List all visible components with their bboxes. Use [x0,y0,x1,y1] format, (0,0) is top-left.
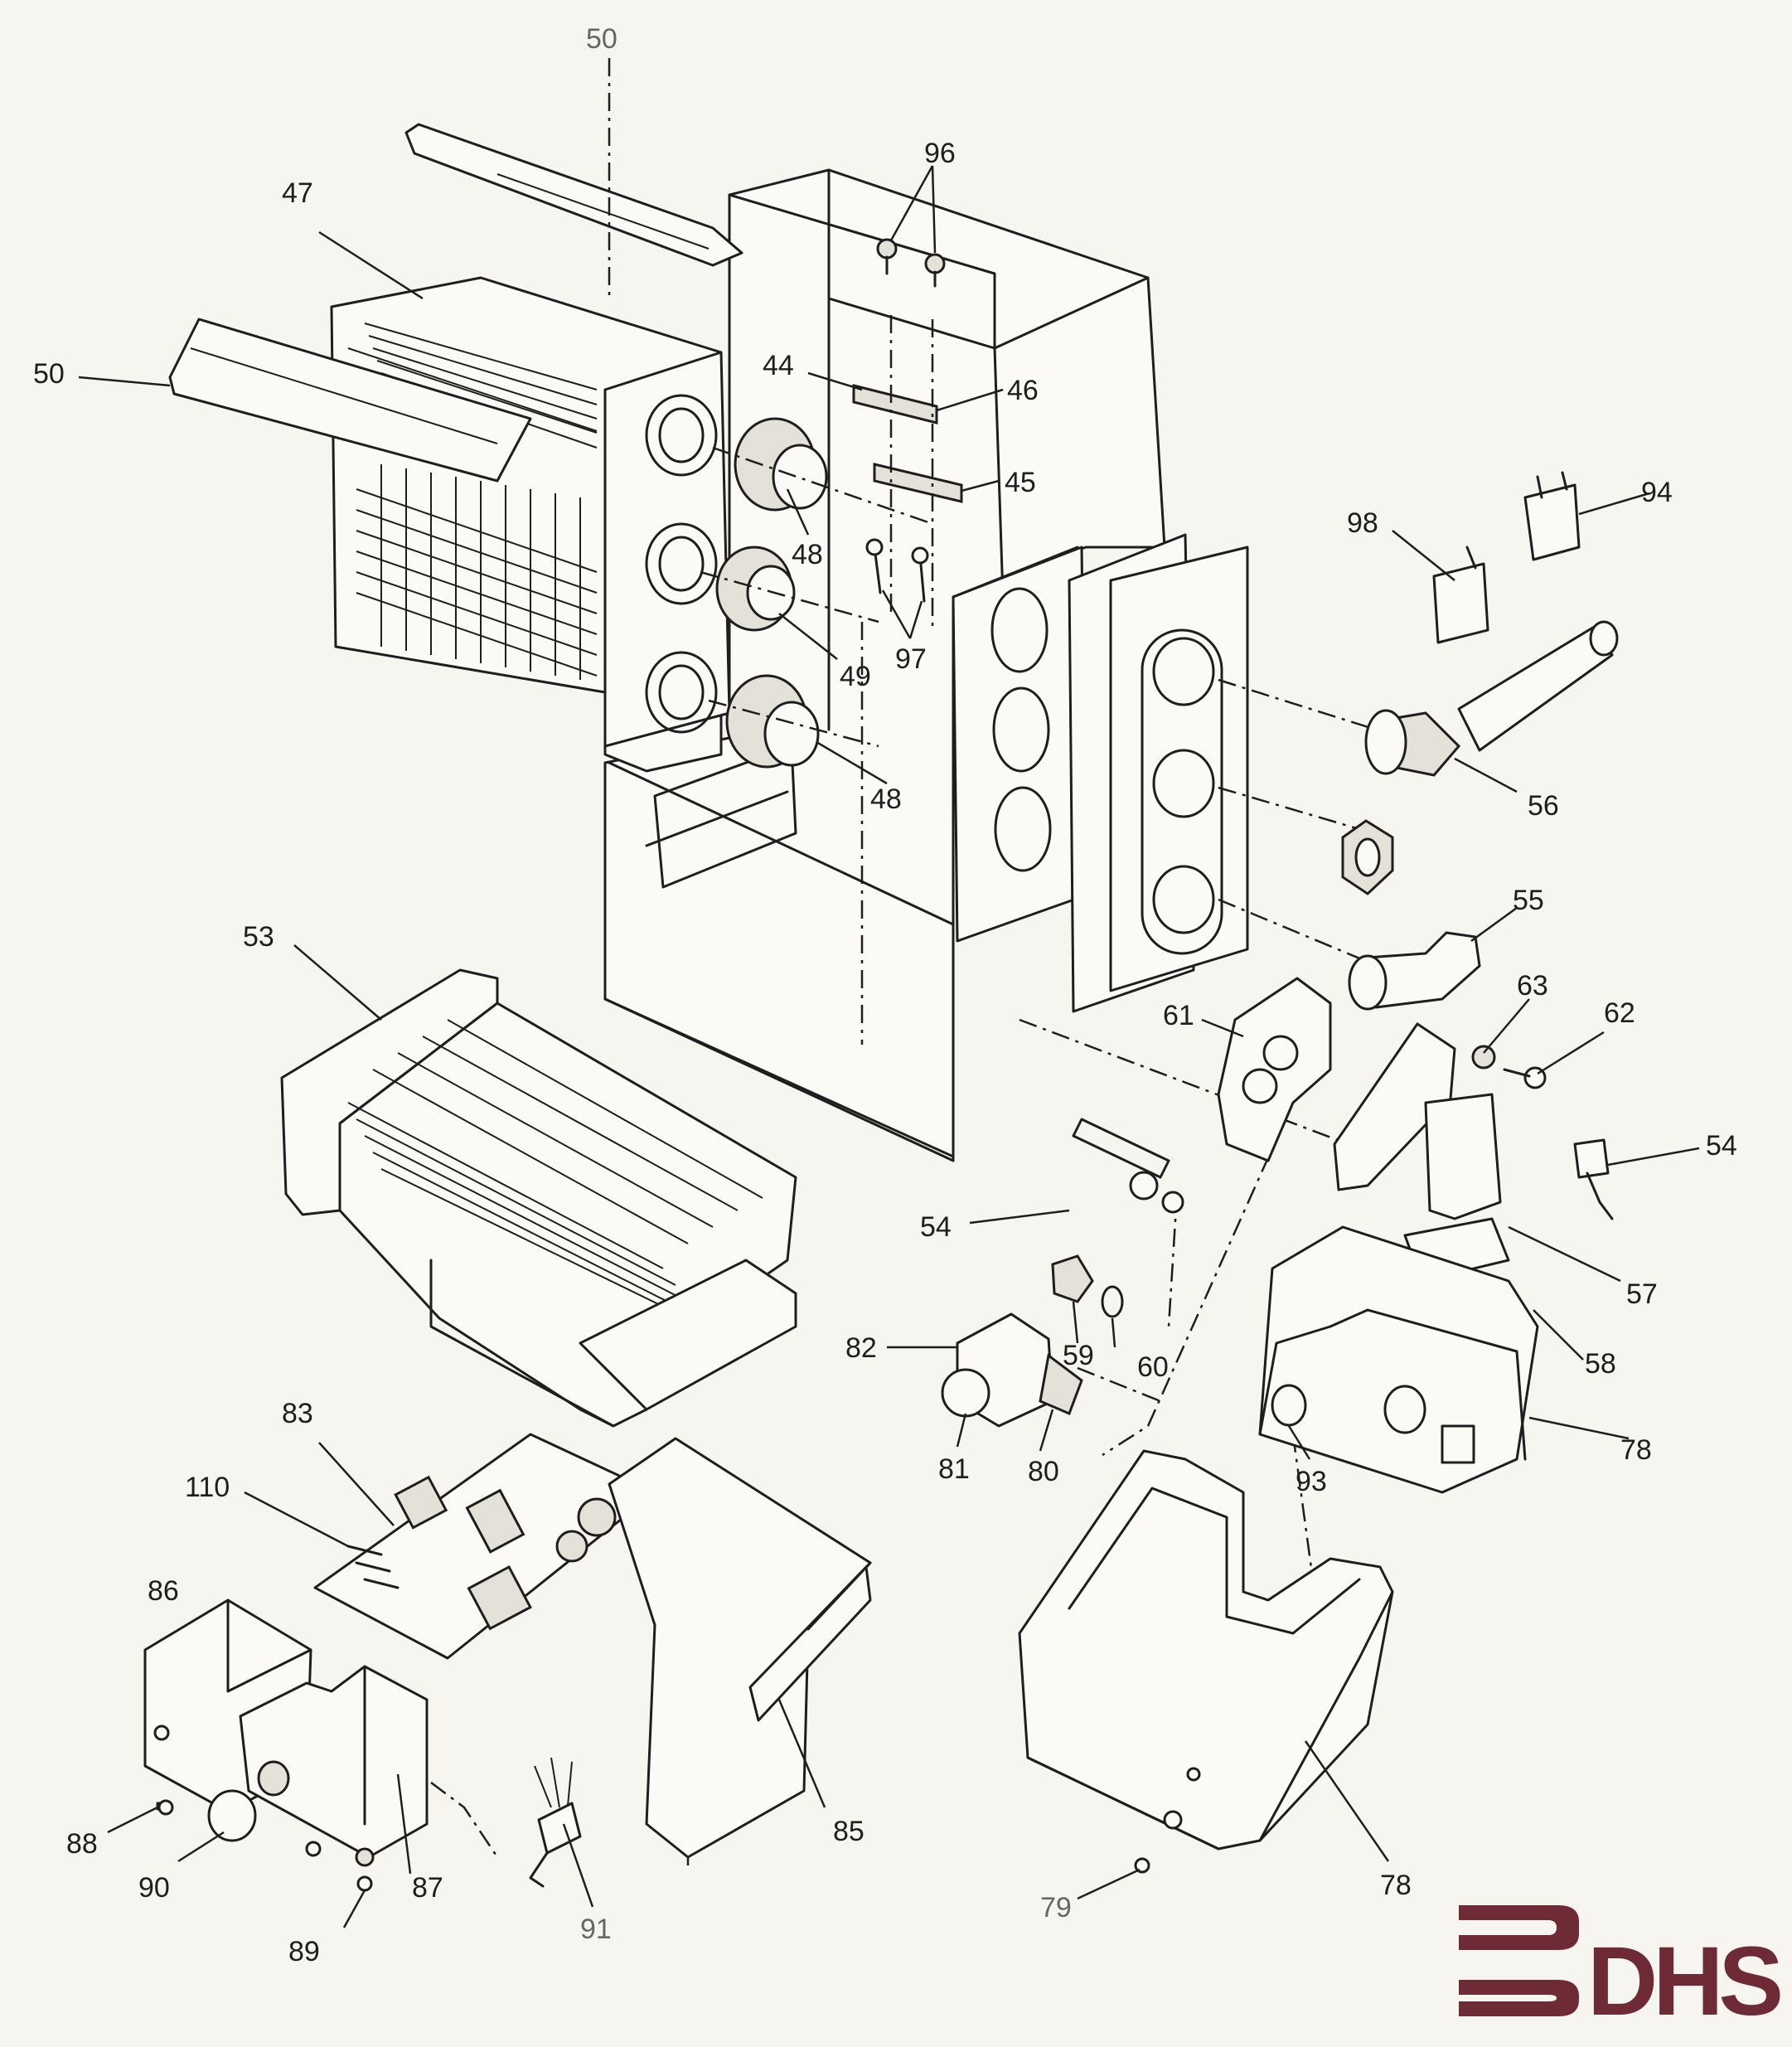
label-90: 90 [138,1872,170,1904]
label-98: 98 [1347,507,1378,539]
terminal-block-46 [852,384,938,424]
fitting-59 [1051,1254,1094,1303]
label-56: 56 [1528,790,1559,822]
label-59: 59 [1063,1340,1094,1371]
label-63: 63 [1517,970,1548,1002]
switch-98 [1432,546,1489,644]
label-57: 57 [1626,1278,1658,1310]
label-86: 86 [148,1575,179,1607]
label-50-top: 50 [586,23,618,55]
label-78-cover: 78 [1380,1870,1412,1901]
screw-62 [1503,1066,1547,1089]
burner-ribs [347,1019,763,1332]
label-50-side: 50 [33,358,65,390]
label-85: 85 [833,1816,865,1847]
label-61: 61 [1163,1000,1194,1031]
bottom-cover-78 [1018,1449,1394,1851]
dhs-logo: DHS [1459,1905,1785,2036]
label-88: 88 [66,1828,98,1860]
label-97: 97 [895,643,927,675]
label-83: 83 [282,1398,313,1429]
dhs-arrow-mark [1459,1905,1579,1950]
side-baffle-50 [168,318,532,483]
label-58: 58 [1585,1348,1616,1380]
washer-60 [1101,1285,1124,1318]
washer-63 [1471,1045,1496,1070]
label-47: 47 [282,177,313,209]
front-plate [1109,546,1249,992]
label-110: 110 [185,1472,230,1503]
gas-valve-78 [1258,1225,1539,1494]
terminal-block-45 [873,463,963,503]
fitting-48-top [734,417,828,512]
label-94: 94 [1641,477,1673,508]
switch-94 [1523,471,1581,561]
fitting-48-bottom [725,674,820,769]
elbow-55 [1348,931,1481,1011]
igniter-54-right [1573,1138,1614,1220]
pipe-assembly-56 [1364,620,1619,777]
label-91: 91 [580,1914,612,1945]
screws-97 [865,538,929,603]
label-96: 96 [924,138,956,169]
top-cover-50 [404,123,743,267]
bracket-87 [239,1665,429,1859]
label-89: 89 [288,1936,320,1967]
label-80: 80 [1028,1456,1059,1487]
label-62: 62 [1604,997,1635,1029]
heat-exchanger-47 [330,276,731,773]
callout-labels: 50 47 50 96 44 46 45 48 49 97 48 94 98 5… [33,23,1737,1967]
side-plate-left [952,546,1087,943]
fitting-49 [715,546,796,632]
gasket-61 [1217,977,1332,1162]
burner-53 [280,968,797,1428]
screw-89 [305,1841,375,1892]
nut [1341,819,1394,895]
label-82: 82 [845,1332,877,1364]
nipple-80 [1039,1353,1083,1415]
knob-90 [207,1760,290,1842]
screws-96 [876,238,946,288]
label-79: 79 [1040,1892,1072,1923]
label-48-top: 48 [792,539,823,570]
label-44: 44 [763,350,794,381]
fins [356,323,598,680]
igniter-54-left [1072,1118,1184,1214]
label-46: 46 [1007,375,1039,406]
screw-88 [156,1799,174,1816]
burner-manifold-57 [1403,1093,1510,1283]
label-48-bottom: 48 [870,783,902,815]
label-93: 93 [1296,1466,1327,1497]
label-45: 45 [1005,467,1036,498]
potentiometer-91 [529,1757,582,1888]
label-54-right: 54 [1706,1130,1737,1162]
label-87: 87 [412,1872,443,1904]
control-tray-85 [608,1437,872,1859]
label-49: 49 [840,661,871,692]
label-78-valve: 78 [1620,1434,1652,1466]
label-55: 55 [1513,885,1544,916]
leader-lines [78,165,1700,1928]
label-81: 81 [938,1453,970,1485]
label-60: 60 [1137,1351,1169,1383]
construction-lines [430,58,1377,1865]
label-54-left: 54 [920,1211,952,1243]
label-53: 53 [243,921,274,953]
valve-body-81 [941,1312,1054,1428]
control-board-83 [313,1433,656,1660]
screw-79 [1134,1810,1183,1874]
dhs-logo-text: DHS [1587,1927,1780,2036]
